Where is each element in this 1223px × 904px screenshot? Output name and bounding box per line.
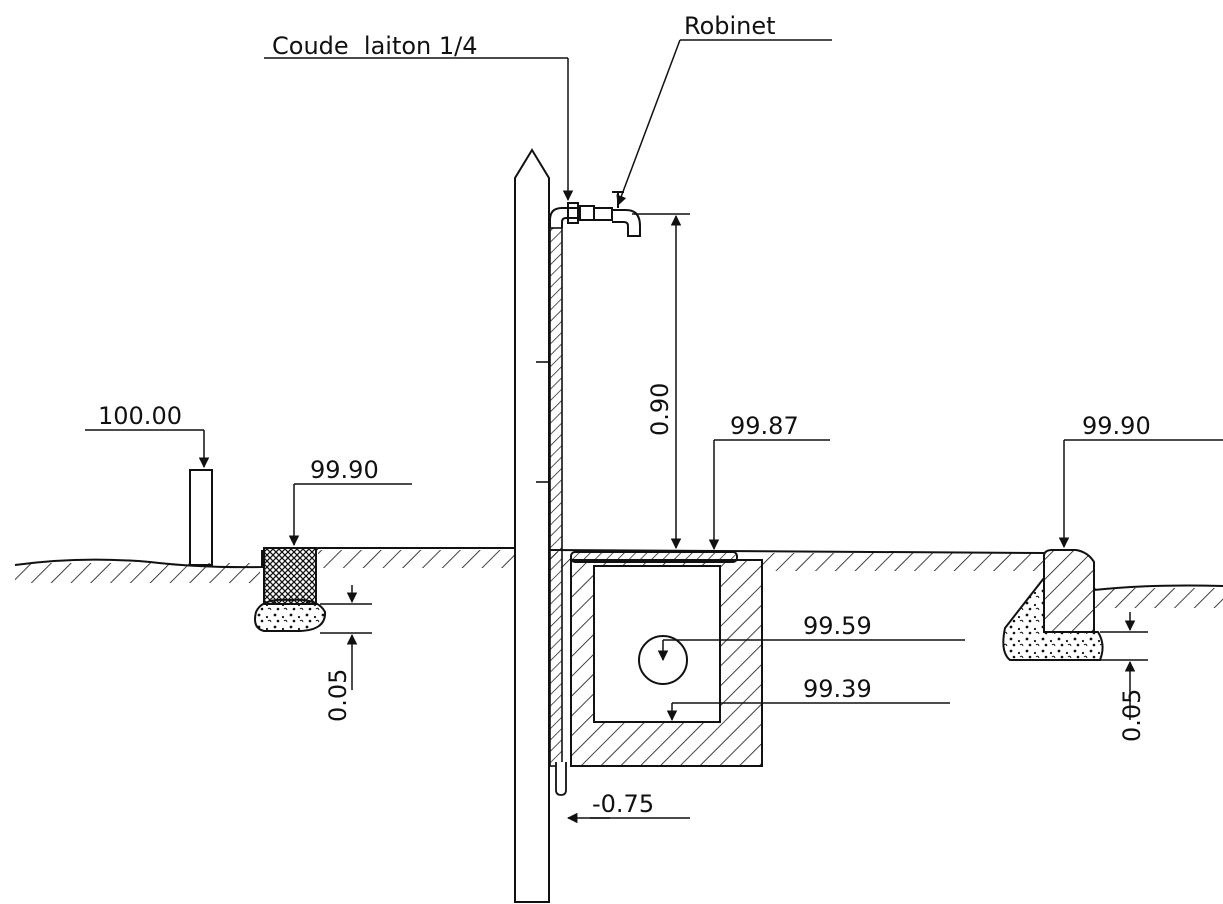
right-gutter-elevation: 99.90 <box>1082 412 1151 440</box>
right-depth-dimension: 0.05 <box>1118 689 1146 742</box>
left-depth-dimension: 0.05 <box>324 669 352 722</box>
box-cover-slab <box>570 551 738 563</box>
slab-elevation: 99.87 <box>730 412 799 440</box>
inspection-box <box>570 551 763 767</box>
pipe-center-elevation: 99.59 <box>803 612 872 640</box>
leader-lines <box>85 39 1223 824</box>
vertical-pole <box>514 148 550 903</box>
right-curb <box>1002 549 1104 661</box>
left-gutter-elevation: 99.90 <box>310 456 379 484</box>
water-pipe <box>536 227 567 796</box>
elbow-label: Coude laiton 1/4 <box>272 32 478 60</box>
left-gutter <box>254 547 327 632</box>
ref-post-elevation: 100.00 <box>98 402 182 430</box>
reference-post <box>189 469 213 566</box>
dimension-lines <box>320 213 1148 720</box>
ground-hatch <box>15 550 1223 608</box>
tap-height-dimension: 0.90 <box>646 383 674 436</box>
depth-label: -0.75 <box>592 790 654 818</box>
box-bottom-elevation: 99.39 <box>803 675 872 703</box>
tap-faucet <box>579 191 641 237</box>
tap-label: Robinet <box>684 12 776 40</box>
brass-elbow <box>549 202 580 228</box>
